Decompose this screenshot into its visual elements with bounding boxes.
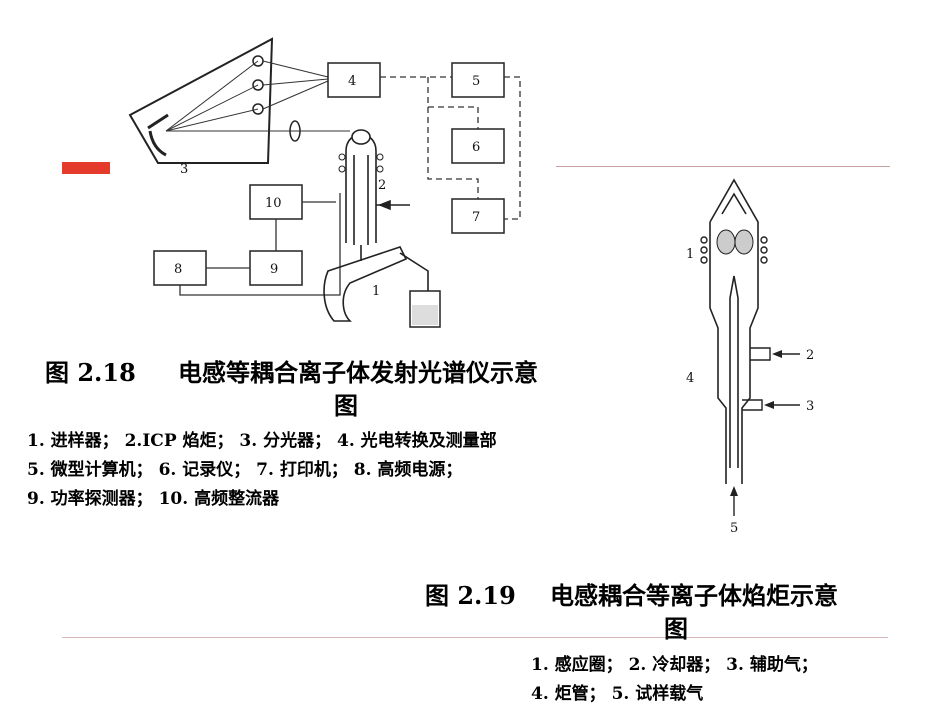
svg-text:4: 4: [686, 371, 694, 386]
svg-text:4: 4: [348, 74, 356, 89]
svg-text:9: 9: [270, 262, 278, 277]
icp-spectrometer-schematic: 3 4 5 6 7 10 8 9 2 1: [128, 37, 521, 328]
svg-text:7: 7: [472, 210, 480, 225]
figure-2-19-title-tail: 图: [664, 614, 688, 643]
figure-2-18-number: 图 2.18: [45, 358, 136, 387]
figure-2-18-legend-line: 9. 功率探测器； 10. 高频整流器: [27, 489, 280, 509]
svg-text:1: 1: [686, 247, 694, 262]
figure-2-19-legend-line: 4. 炬管； 5. 试样载气: [531, 684, 704, 704]
svg-text:2: 2: [806, 348, 814, 363]
svg-text:3: 3: [806, 399, 814, 414]
icp-torch-schematic: 1 2 3 4 5: [686, 178, 814, 536]
lens: [289, 120, 301, 142]
box-4: [327, 62, 381, 98]
spectrometer-body: [128, 37, 274, 164]
nebulizer: [323, 246, 429, 322]
svg-text:2: 2: [378, 178, 386, 193]
figure-2-19-diagram: 1 2 3 4 5: [630, 168, 852, 554]
figure-2-18-title: 电感等耦合离子体发射光谱仪示意: [178, 358, 538, 387]
svg-text:5: 5: [730, 521, 738, 536]
figure-2-19-number: 图 2.19: [425, 581, 516, 610]
figure-2-18-title-tail: 图: [334, 391, 358, 420]
svg-text:1: 1: [372, 284, 380, 299]
figure-2-18-legend-line: 5. 微型计算机； 6. 记录仪； 7. 打印机； 8. 高频电源；: [27, 460, 463, 480]
accent-bar: [62, 162, 110, 174]
box-10: [249, 184, 303, 220]
divider-bottom: [62, 637, 888, 638]
figure-2-18-diagram: 3 4 5 6 7 10 8 9 2 1: [110, 33, 556, 338]
figure-2-18-legend-line: 1. 进样器； 2.ICP 焰炬； 3. 分光器； 4. 光电转换及测量部: [27, 431, 497, 451]
grating: [147, 113, 169, 157]
torch: [345, 129, 410, 261]
box-5: [451, 62, 505, 98]
svg-text:6: 6: [472, 140, 480, 155]
svg-text:10: 10: [265, 196, 282, 211]
svg-text:8: 8: [174, 262, 182, 277]
figure-2-19-legend-line: 1. 感应圈； 2. 冷却器； 3. 辅助气；: [531, 655, 818, 675]
svg-text:3: 3: [180, 162, 188, 177]
figure-2-19-title: 电感耦合等离子体焰炬示意: [550, 581, 838, 610]
svg-text:5: 5: [472, 74, 480, 89]
sample-beaker: [409, 290, 441, 328]
